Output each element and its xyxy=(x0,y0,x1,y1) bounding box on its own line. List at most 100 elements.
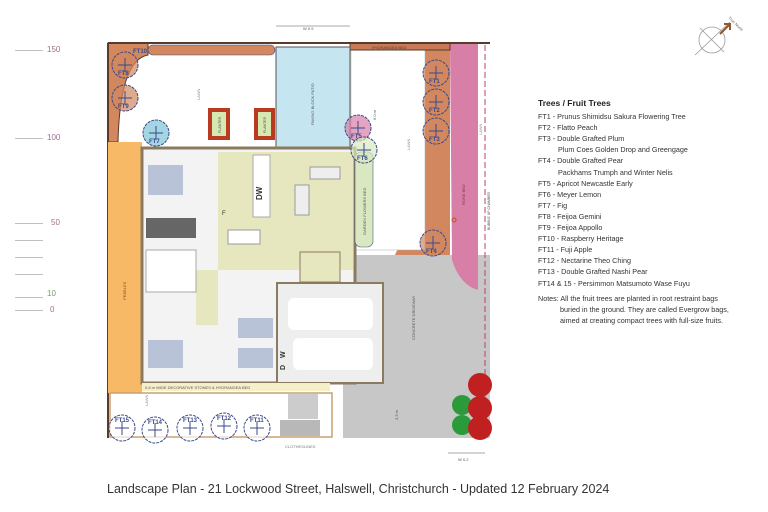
tree-label: FT5 xyxy=(351,134,362,140)
legend-title: Trees / Fruit Trees xyxy=(538,98,611,108)
tree-ft14: FT14 xyxy=(141,416,169,444)
scale-tick xyxy=(15,274,43,275)
legend-item: FT5 - Apricot Newcastle Early xyxy=(538,178,633,188)
planter-label: PLANTER xyxy=(218,116,222,133)
scale-tick xyxy=(15,138,43,139)
planter-soil xyxy=(212,112,226,136)
tree-legend: Trees / Fruit Trees FT1 - Prunus Shimids… xyxy=(538,98,729,326)
legend-notes: Notes: All the fruit trees are planted i… xyxy=(538,293,729,326)
tree-ft12: FT12 xyxy=(210,412,238,440)
tree-ft5: FT5 xyxy=(344,114,372,142)
tree-center-icon xyxy=(115,421,129,435)
armchair xyxy=(294,184,310,216)
bubble-up-chamber xyxy=(451,217,457,223)
tree-center-icon xyxy=(429,66,443,80)
tree-ft2: FT2 xyxy=(422,88,450,116)
tree-center-icon xyxy=(118,58,132,72)
scale-label: 0 xyxy=(50,305,55,314)
clotheslines-label: CLOTHESLINES xyxy=(285,444,316,449)
tree-label: FT14 xyxy=(148,420,163,426)
sofa xyxy=(309,166,341,180)
tree-center-icon xyxy=(148,423,162,437)
kitchen-island xyxy=(252,154,271,218)
dining-table xyxy=(227,229,261,245)
scale-label: 150 xyxy=(47,45,61,54)
tree-center-icon xyxy=(183,421,197,435)
bed xyxy=(148,165,183,195)
scale-label: 10 xyxy=(47,289,56,298)
tree-center-icon xyxy=(429,95,443,109)
ft10-bed xyxy=(147,44,276,56)
tree-center-icon xyxy=(250,421,264,435)
lawn-label: LAWN xyxy=(196,88,201,100)
legend-item: FT10 - Raspberry Heritage xyxy=(538,234,624,244)
legend-item: FT4 - Double Grafted Pear xyxy=(538,156,624,166)
dimension-label: 6.0 m xyxy=(372,109,377,120)
car-space xyxy=(288,298,373,330)
scale-tick xyxy=(15,50,43,51)
scale-tick xyxy=(15,257,43,258)
tree-ft8: FT8 xyxy=(111,51,139,79)
laundry xyxy=(299,251,341,283)
bubble-up-label: BUBBLE UP CHAMBER xyxy=(487,191,491,230)
dimension-label: W 0.9 xyxy=(303,26,314,31)
note-line: Notes: All the fruit trees are planted i… xyxy=(538,293,718,303)
tree-ft13: FT13 xyxy=(176,414,204,442)
tree-center-icon xyxy=(118,91,132,105)
legend-item: FT11 - Fuji Apple xyxy=(538,245,593,255)
shrub xyxy=(468,373,492,397)
tree-ft9: FT9 xyxy=(111,84,139,112)
bed xyxy=(238,348,273,368)
tree-label-ft10: FT10 xyxy=(133,49,148,55)
scale-tick xyxy=(15,310,43,311)
pebbles-label: PEBBLES xyxy=(122,281,127,300)
tree-label: FT12 xyxy=(217,416,232,422)
hallway xyxy=(196,270,218,325)
tree-label: FT4 xyxy=(426,249,437,255)
tree-label: FT3 xyxy=(429,137,440,143)
decorative-stones-bed xyxy=(142,383,330,391)
tree-label: FT2 xyxy=(429,108,440,114)
lawn-label: LAWN xyxy=(406,138,411,150)
tree-center-icon xyxy=(217,419,231,433)
tree-label: FT11 xyxy=(250,418,264,424)
tree-label: FT6 xyxy=(357,156,368,162)
scale-label: 100 xyxy=(47,133,61,142)
planter-soil xyxy=(258,112,271,136)
stepping-stones xyxy=(288,394,318,419)
scale-tick xyxy=(15,240,43,241)
stones-bed-label: 0.6 m WIDE DECORATIVE STONES & HYDRANGEA… xyxy=(145,385,250,390)
tree-label: FT8 xyxy=(118,71,129,77)
patio-label: PAVING BLOCK PATIO xyxy=(310,83,315,125)
legend-item: FT1 - Prunus Shimidsu Sakura Flowering T… xyxy=(538,112,686,122)
lawn-label: LAWN xyxy=(144,394,149,406)
fridge-label: F xyxy=(222,211,226,217)
legend-item: FT3 - Double Grafted Plum xyxy=(538,134,625,144)
tree-ft4: FT4 xyxy=(419,229,447,257)
tree-ft7: FT7 xyxy=(142,119,170,147)
tree-center-icon xyxy=(149,126,163,140)
scale-label: 50 xyxy=(51,218,60,227)
car-space xyxy=(293,338,373,370)
washer-label: W xyxy=(280,351,287,358)
driveway-label: CONCRETE DRIVEWAY xyxy=(411,295,416,340)
legend-item-detail: Plum Coes Golden Drop and Greengage xyxy=(558,145,688,155)
pebbles-strip xyxy=(108,142,142,393)
tree-ft3: FT3 xyxy=(422,117,450,145)
tree-label: FT9 xyxy=(118,104,129,110)
shrub xyxy=(452,395,472,415)
tree-ft6: FT6 xyxy=(350,136,378,164)
legend-item: FT14 & 15 - Persimmon Matsumoto Wase Fuy… xyxy=(538,278,690,288)
rose-bed xyxy=(450,43,478,290)
legend-item: FT9 - Feijoa Appollo xyxy=(538,223,603,233)
wardrobe xyxy=(146,218,196,238)
paving-block-patio xyxy=(275,46,351,152)
tree-ft11: FT11 xyxy=(243,414,271,442)
tree-center-icon xyxy=(429,124,443,138)
bathroom xyxy=(145,249,197,293)
garden-flowers-bed-label: GARDEN FLOWERS BED xyxy=(362,188,367,235)
tree-ft1: FT1 xyxy=(422,59,450,87)
north-arrow-icon: True North xyxy=(694,15,744,56)
planter-label: PLANTER xyxy=(263,116,267,133)
shrub xyxy=(468,416,492,440)
